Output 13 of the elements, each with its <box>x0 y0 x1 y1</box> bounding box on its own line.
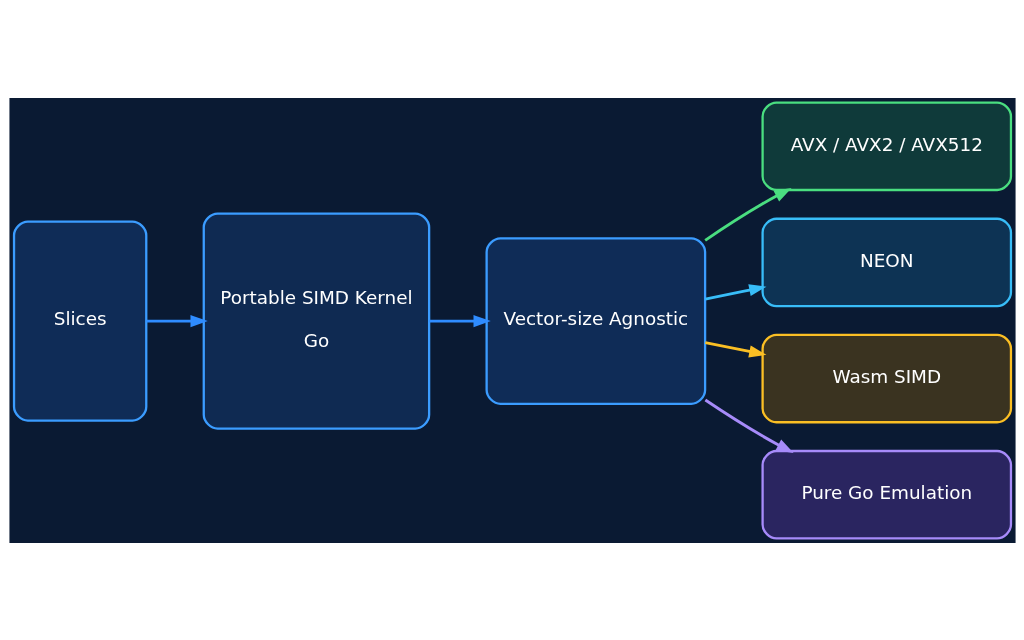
node-box: NEON <box>760 217 1012 307</box>
node-box: Pure Go Emulation <box>760 449 1012 540</box>
arrow <box>146 314 208 327</box>
node-box: Wasm SIMD <box>760 333 1012 423</box>
arrow <box>704 283 766 300</box>
arrow <box>703 187 792 241</box>
node-box: Vector-size Agnostic <box>485 236 706 405</box>
arrow <box>704 398 794 453</box>
arrow <box>704 340 766 357</box>
node-box: Slices <box>12 219 147 422</box>
arrow <box>429 314 491 327</box>
node-box: Portable SIMD Kernel Go <box>202 211 430 430</box>
node-box: AVX / AVX2 / AVX512 <box>760 100 1012 191</box>
